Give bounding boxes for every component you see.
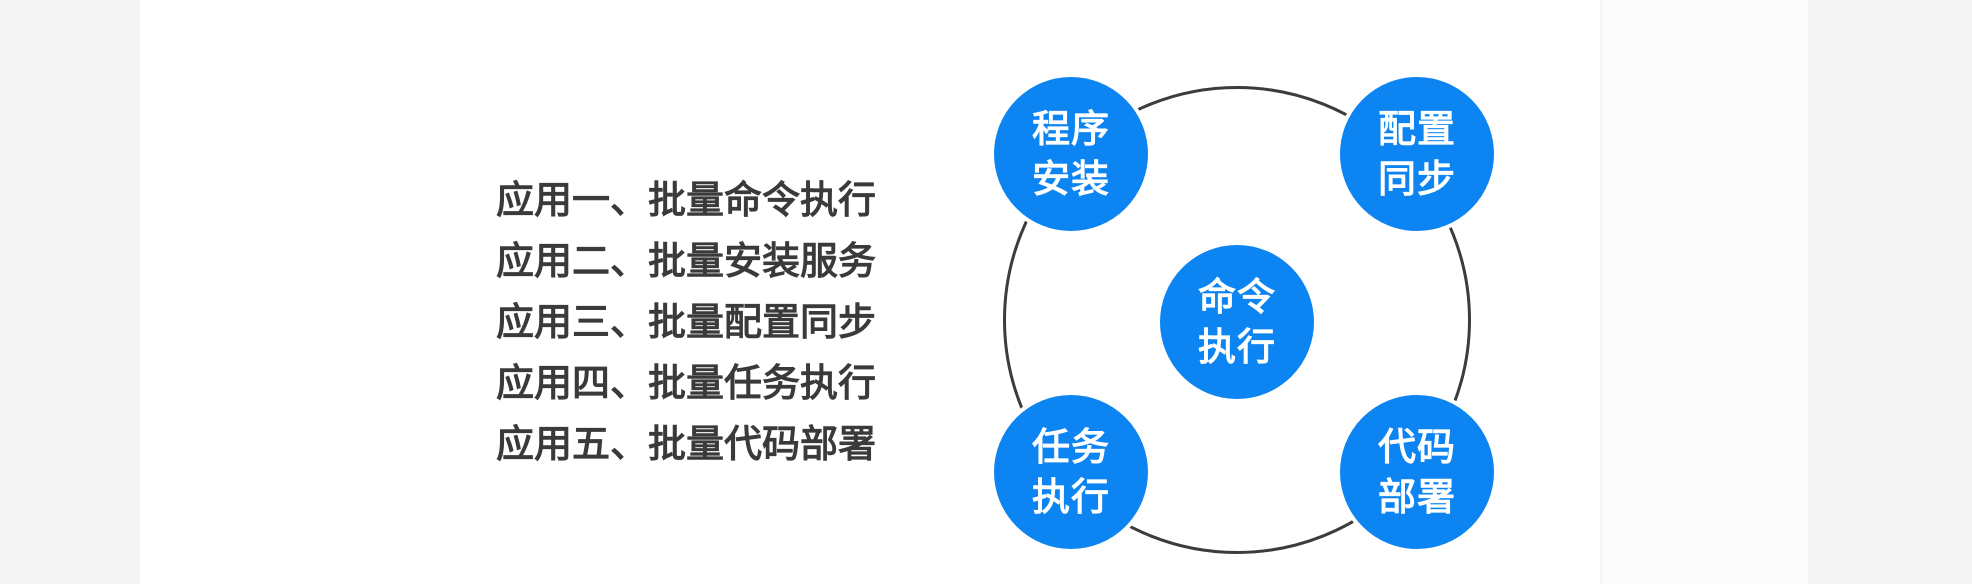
application-item-4: 应用四、批量任务执行 (496, 361, 877, 405)
application-item-1: 应用一、批量命令执行 (496, 178, 877, 222)
application-item-3: 应用三、批量配置同步 (496, 300, 877, 344)
node-label-line-1: 命令 (1197, 275, 1276, 319)
node-label-line-2: 安装 (1031, 157, 1110, 201)
node-label-line-2: 执行 (1197, 325, 1276, 369)
application-list: 应用一、批量命令执行 应用二、批量安装服务 应用三、批量配置同步 应用四、批量任… (496, 170, 876, 475)
node-label-line-2: 同步 (1377, 157, 1456, 201)
node-label-line-2: 执行 (1031, 475, 1110, 519)
node-config-sync: 配置 同步 (1336, 73, 1498, 235)
application-item-2: 应用二、批量安装服务 (496, 239, 877, 283)
node-label-line-1: 任务 (1031, 425, 1110, 469)
node-label-line-2: 部署 (1377, 475, 1456, 519)
node-label-line-1: 配置 (1377, 107, 1456, 151)
node-label-line-1: 代码 (1377, 425, 1456, 469)
node-command-execute: 命令 执行 (1156, 241, 1318, 403)
cycle-ring (1003, 86, 1471, 554)
node-code-deploy: 代码 部署 (1336, 391, 1498, 553)
right-panel (1602, 0, 1808, 584)
node-program-install: 程序 安装 (990, 73, 1152, 235)
node-label-line-1: 程序 (1031, 107, 1110, 151)
application-item-5: 应用五、批量代码部署 (496, 422, 877, 466)
node-task-execute: 任务 执行 (990, 391, 1152, 553)
